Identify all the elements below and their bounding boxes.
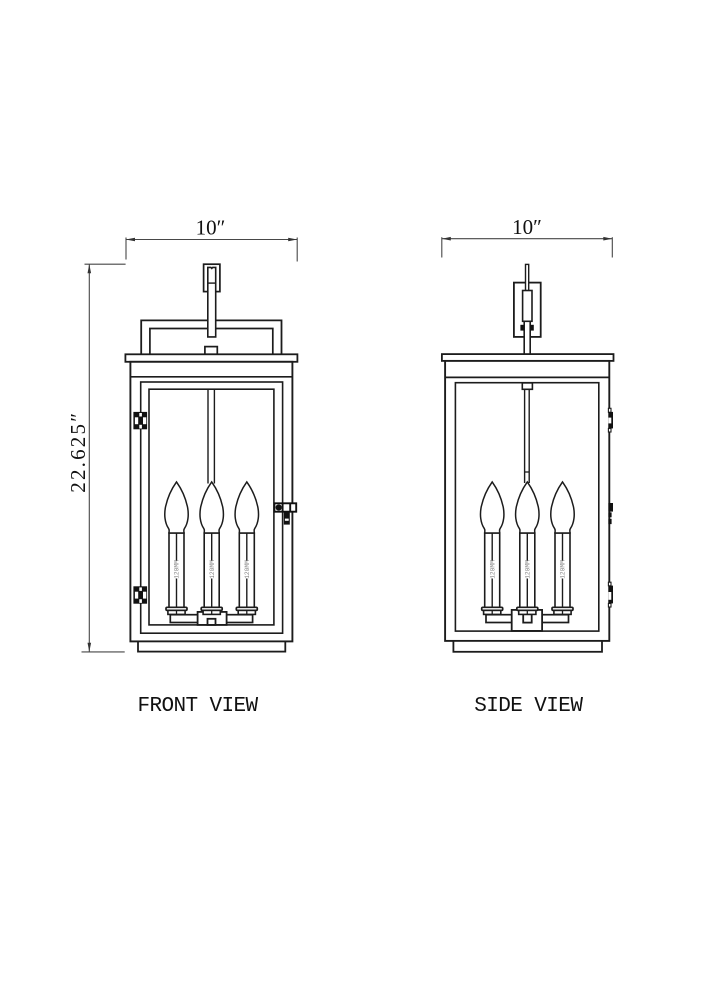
svg-text:10″: 10″ [512, 215, 542, 239]
svg-text:10″: 10″ [196, 216, 226, 240]
svg-text:SIDE VIEW: SIDE VIEW [474, 695, 583, 718]
svg-text:22.625″: 22.625″ [66, 411, 90, 493]
svg-text:FRONT VIEW: FRONT VIEW [138, 695, 259, 718]
